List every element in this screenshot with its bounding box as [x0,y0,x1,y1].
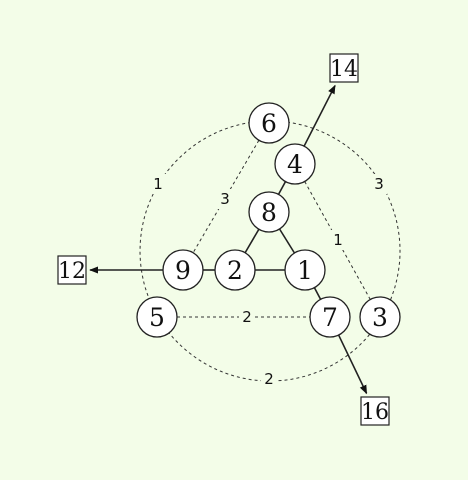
node-label: 8 [261,198,277,227]
arrow-4-to-t14 [303,84,336,147]
dashed-edge-label-5-7: 2 [239,307,255,327]
svg-text:1: 1 [333,231,343,249]
svg-text:2: 2 [264,370,274,388]
dashed-edge-6-9 [192,140,260,253]
node-1: 1 [284,249,326,291]
terminal-label: 14 [330,57,358,82]
node-8: 8 [248,191,290,233]
node-label: 7 [322,303,338,332]
terminal-label: 16 [361,400,389,425]
solid-edge-1-7 [313,287,322,300]
node-label: 2 [227,256,243,285]
dashed-edge-label-6-9: 3 [217,189,233,209]
node-4: 4 [274,143,316,185]
terminal-label: 12 [58,259,86,284]
ring-arc-label-5-3: 2 [261,369,277,389]
ring-arc-label-6-3: 3 [371,174,387,194]
terminal-box-12: 12 [57,255,87,285]
solid-edge-8-1 [278,228,296,254]
solid-edge-8-2 [244,228,260,254]
svg-text:1: 1 [153,175,163,193]
node-label: 5 [149,303,165,332]
node-layer: 648 9 2 1 5 7 3 [136,102,401,338]
node-label: 6 [261,109,277,138]
ring-arc-label-6-5: 1 [150,174,166,194]
node-6: 6 [248,102,290,144]
solid-edge-layer [89,84,368,395]
node-label: 1 [297,256,313,285]
solid-edge-8-4 [277,181,287,195]
node-3: 3 [359,296,401,338]
node-label: 9 [175,256,191,285]
svg-text:3: 3 [374,175,384,193]
dashed-edge-label-4-3: 1 [330,230,346,250]
node-label: 4 [287,150,303,179]
node-9: 9 [162,249,204,291]
svg-text:2: 2 [242,308,252,326]
edge-label-layer: 1 3 2 3 1 2 [150,174,387,389]
svg-text:3: 3 [220,190,230,208]
terminal-box-16: 16 [360,396,390,426]
node-label: 3 [372,303,388,332]
node-2: 2 [214,249,256,291]
arrow-7-to-t16 [337,334,368,395]
ring-arc-6-3 [269,120,401,319]
node-5: 5 [136,296,178,338]
node-7: 7 [309,296,351,338]
terminal-box-14: 14 [329,53,359,83]
